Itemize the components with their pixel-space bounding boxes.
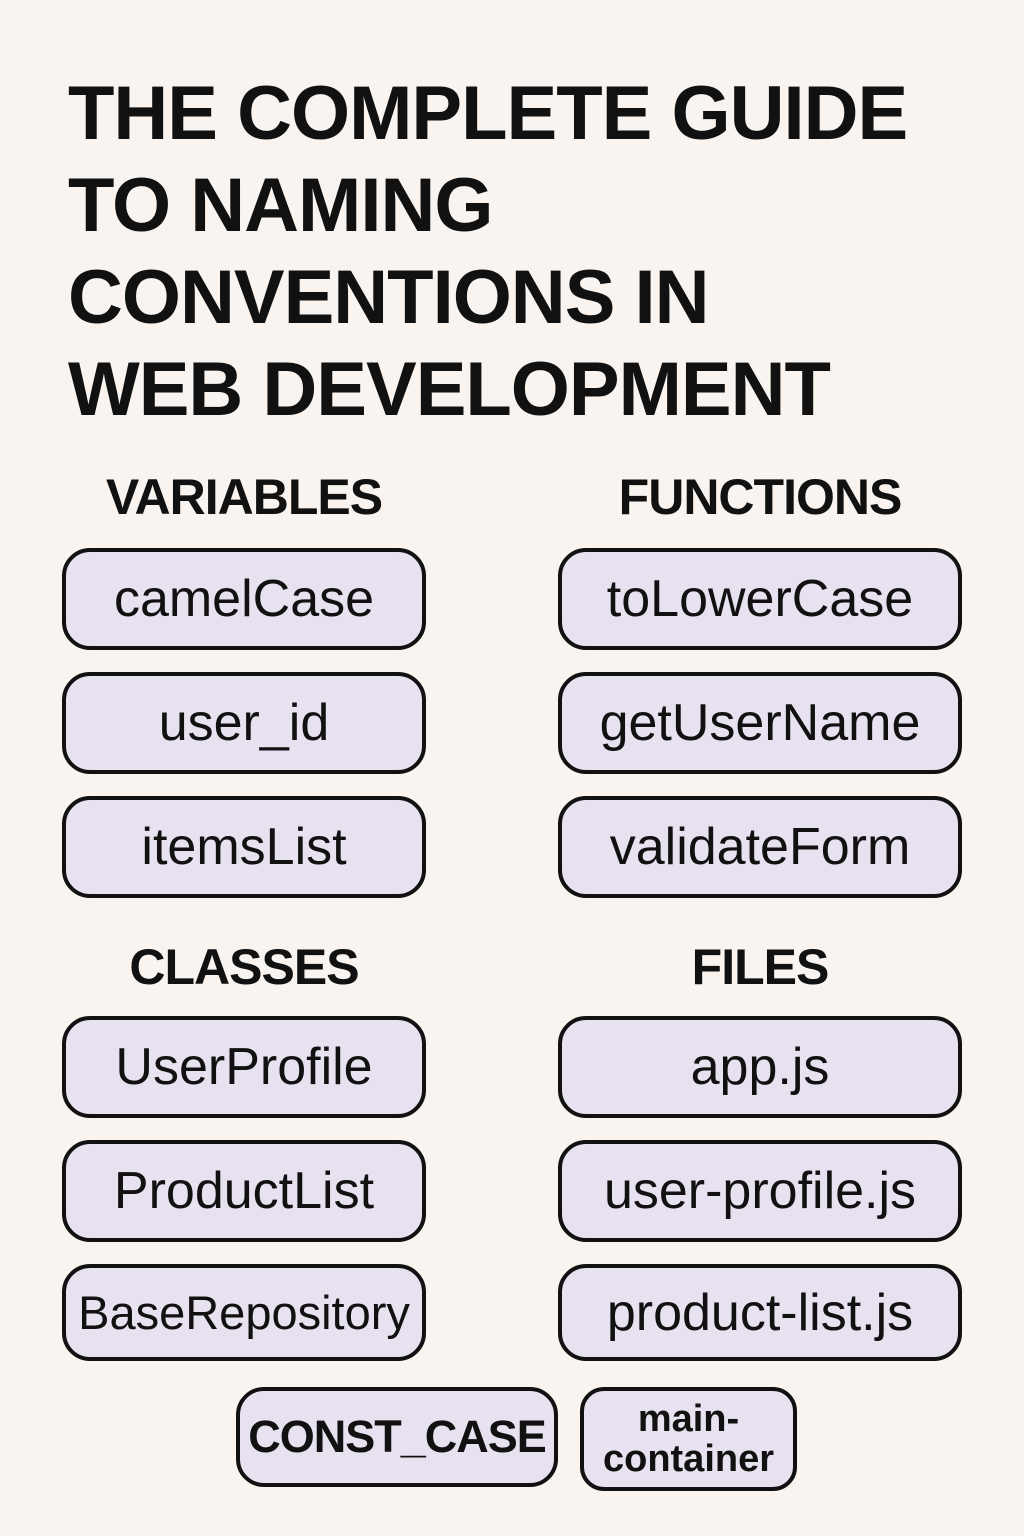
pill-user-id: user_id — [62, 672, 426, 774]
pill-user-profile-js: user-profile.js — [558, 1140, 962, 1242]
section-header-classes: CLASSES — [129, 939, 359, 995]
title-line: CONVENTIONS IN — [68, 255, 710, 340]
pill-user-profile: UserProfile — [62, 1016, 426, 1118]
section-header-variables: VARIABLES — [105, 469, 383, 525]
pill-product-list-js: product-list.js — [558, 1264, 962, 1361]
poster-title: THE COMPLETE GUIDE TO NAMING CONVENTIONS… — [68, 68, 908, 436]
title-line: WEB DEVELOPMENT — [68, 347, 831, 432]
pill-get-user-name: getUserName — [558, 672, 962, 774]
section-header-functions: FUNCTIONS — [618, 469, 903, 525]
pill-validate-form: validateForm — [558, 796, 962, 898]
pill-base-repository: BaseRepository — [62, 1264, 426, 1361]
pill-product-list: ProductList — [62, 1140, 426, 1242]
pill-items-list: itemsList — [62, 796, 426, 898]
pill-main-container: main-container — [580, 1387, 797, 1491]
title-line: TO NAMING — [68, 163, 493, 248]
section-header-files: FILES — [691, 939, 830, 995]
title-line: THE COMPLETE GUIDE — [68, 71, 908, 156]
pill-const-case: CONST_CASE — [236, 1387, 558, 1487]
pill-app-js: app.js — [558, 1016, 962, 1118]
pill-camel-case: camelCase — [62, 548, 426, 650]
pill-to-lower-case: toLowerCase — [558, 548, 962, 650]
